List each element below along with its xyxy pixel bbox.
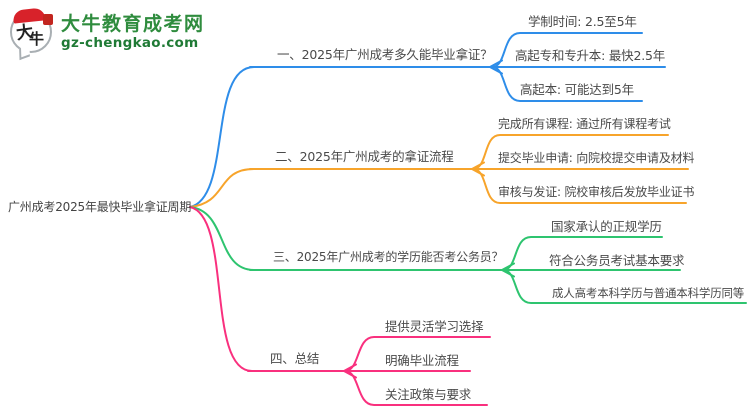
branch-4-arrow-icon <box>343 363 357 379</box>
branch-2-connector <box>189 134 689 208</box>
branch-3-child-3: 成人高考本科学历与普通本科学历同等 <box>552 286 745 300</box>
branch-3-node: 三、2025年广州成考的学历能否考公务员？ <box>273 250 504 264</box>
site-domain: gz-chengkao.com <box>61 35 199 51</box>
branch-4-child-3: 关注政策与要求 <box>385 387 472 402</box>
branch-1-child-1: 学制时间: 2.5至5年 <box>528 14 637 29</box>
logo-red-seal-icon <box>43 14 53 25</box>
branch-3-child-2: 符合公务员考试基本要求 <box>549 253 685 268</box>
root-node: 广州成考2025年最快毕业拿证周期 <box>8 200 192 214</box>
logo-bull-badge-icon: 大 牛 <box>10 7 53 61</box>
branch-2-arrow-icon <box>471 161 485 177</box>
branch-4-child-2: 明确毕业流程 <box>385 353 459 368</box>
branch-1-child-3: 高起本: 可能达到5年 <box>520 82 634 97</box>
logo-badge-char-2: 牛 <box>29 30 45 48</box>
branch-1-child-2: 高起专和专升本: 最快2.5年 <box>515 48 666 63</box>
branch-1-connector <box>189 32 666 208</box>
branch-4-node: 四、总结 <box>270 351 320 366</box>
branch-4-child-1: 提供灵活学习选择 <box>385 319 484 334</box>
site-name: 大牛教育成考网 <box>61 13 205 35</box>
branch-3-arrow-icon <box>501 262 515 278</box>
branch-4-connector <box>189 206 491 406</box>
branch-2-child-2: 提交毕业申请: 向院校提交申请及材料 <box>498 151 695 165</box>
branch-3-child-1: 国家承认的正规学历 <box>551 219 662 234</box>
branch-2-child-1: 完成所有课程: 通过所有课程考试 <box>498 117 671 131</box>
branch-3-connector <box>189 206 747 304</box>
branch-1-arrow-icon <box>489 59 503 75</box>
branch-2-node: 二、2025年广州成考的拿证流程 <box>275 149 454 164</box>
branch-1-node: 一、2025年广州成考多久能毕业拿证？ <box>277 47 493 62</box>
site-logo[interactable]: 大 牛 大牛教育成考网 gz-chengkao.com <box>10 7 205 61</box>
branch-2-child-3: 审核与发证: 院校审核后发放毕业证书 <box>498 185 695 199</box>
